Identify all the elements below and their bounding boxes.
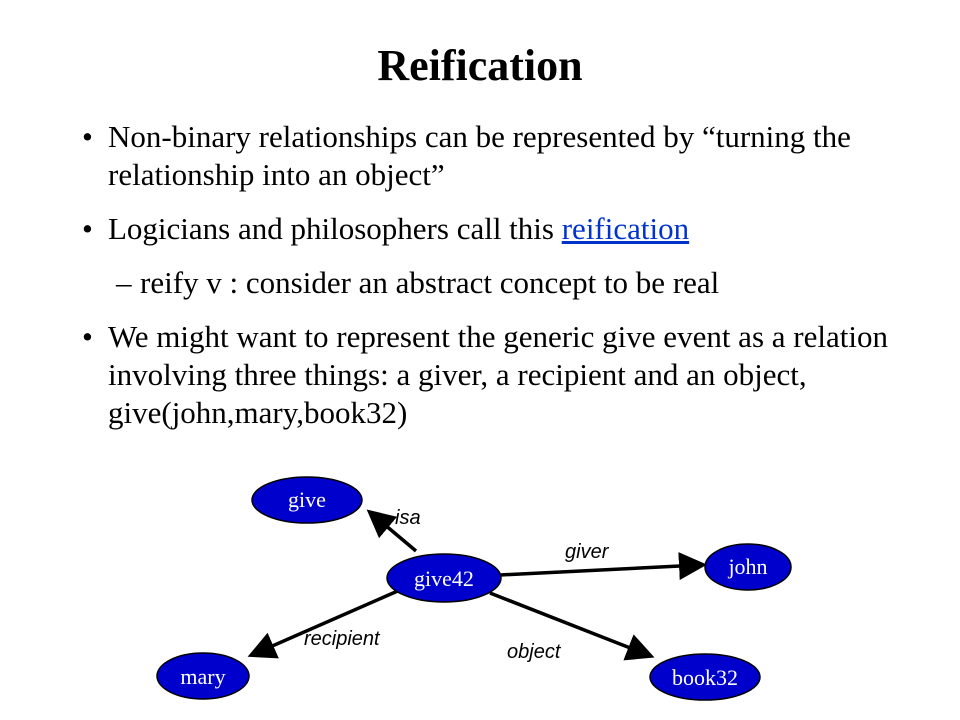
bullet-list: • Non-binary relationships can be repres… bbox=[82, 118, 902, 448]
node-john-shape bbox=[704, 543, 792, 591]
node-give42-label: give42 bbox=[414, 566, 474, 591]
sub-bullet-text: reify v : consider an abstract concept t… bbox=[140, 265, 720, 300]
bullet-marker: • bbox=[82, 211, 93, 246]
node-give-shape bbox=[251, 476, 363, 524]
node-give42-shape bbox=[386, 553, 502, 603]
bullet-item-2: • Logicians and philosophers call this r… bbox=[82, 210, 902, 248]
edge-label-giver: giver bbox=[565, 541, 610, 563]
node-give42: give42 bbox=[386, 553, 502, 603]
reification-link[interactable]: reification bbox=[561, 211, 690, 246]
bullet-text: We might want to represent the generic g… bbox=[108, 319, 888, 430]
bullet-text: Non-binary relationships can be represen… bbox=[108, 119, 851, 192]
edge-label-recipient: recipient bbox=[304, 628, 381, 650]
edge-label-object: object bbox=[507, 641, 562, 663]
bullet-marker: • bbox=[82, 319, 93, 354]
edge-recipient bbox=[247, 588, 401, 659]
edge-isa bbox=[366, 509, 418, 553]
edge-label-isa: isa bbox=[395, 507, 421, 529]
node-john: john bbox=[704, 543, 792, 591]
sub-bullet-1: – reify v : consider an abstract concept… bbox=[82, 264, 902, 302]
bullet-text: Logicians and philosophers call this bbox=[108, 211, 562, 246]
bullet-marker: • bbox=[82, 119, 93, 154]
node-book32-label: book32 bbox=[672, 665, 738, 690]
edge-giver bbox=[499, 552, 707, 581]
node-mary-shape bbox=[156, 652, 250, 700]
dash-marker: – bbox=[116, 265, 132, 300]
node-book32: book32 bbox=[649, 653, 761, 701]
bullet-item-1: • Non-binary relationships can be repres… bbox=[82, 118, 902, 194]
node-give: give bbox=[251, 476, 363, 524]
node-give-label: give bbox=[288, 487, 326, 512]
node-mary-label: mary bbox=[180, 664, 225, 689]
slide-title: Reification bbox=[377, 41, 583, 90]
node-john-label: john bbox=[727, 554, 767, 579]
edge-object bbox=[489, 591, 655, 661]
bullet-item-3: • We might want to represent the generic… bbox=[82, 318, 902, 432]
node-book32-shape bbox=[649, 653, 761, 701]
node-mary: mary bbox=[156, 652, 250, 700]
